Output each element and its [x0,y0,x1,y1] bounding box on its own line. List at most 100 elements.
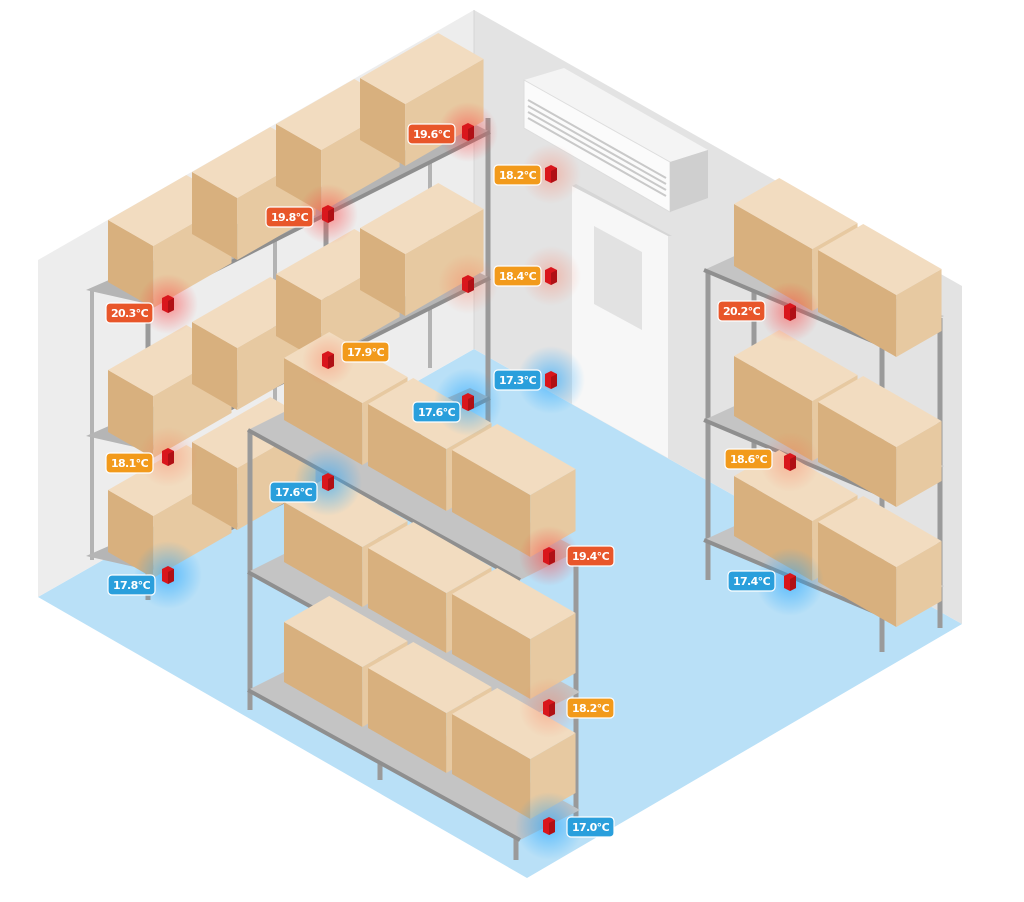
temperature-reading: 19.4°C [572,550,610,563]
box-face [368,522,492,593]
temperature-badge: 18.4°C [493,265,542,287]
cardboard-box [360,183,484,316]
box-face [818,402,897,507]
temperature-reading: 18.4°C [499,270,537,283]
sensor-shade [790,456,796,471]
temperature-sensor-icon [545,371,557,389]
shelf-edge [247,428,521,582]
box-face [452,714,531,819]
sensor-shade [549,702,555,717]
temperature-sensor-icon [462,393,474,411]
temperature-badge: 17.6°C [412,401,461,423]
box-face [452,568,576,639]
cardboard-box [818,224,942,357]
sensor-shade [468,126,474,141]
sensor-shade [168,451,174,466]
temperature-reading: 17.4°C [733,575,771,588]
box-face [108,220,154,308]
temperature-sensor-icon [462,275,474,293]
sensor-shade [328,354,334,369]
temperature-reading: 18.2°C [499,169,537,182]
temperature-reading: 17.9°C [347,346,385,359]
box-face [284,358,363,465]
badge-background [566,816,615,838]
temperature-sensor-icon [545,165,557,183]
temperature-badge: 19.6°C [407,123,456,145]
box-face [192,442,238,530]
badge-background [724,448,773,470]
badge-background [717,300,766,322]
box-face [368,668,447,773]
sensor-shade [168,298,174,313]
sensor-shade [328,476,334,491]
cardboard-box [452,424,576,557]
temperature-sensor-icon [543,547,555,565]
temperature-badge: 17.0°C [566,816,615,838]
box-face [818,224,942,295]
box-face [360,228,406,316]
temperature-badge: 18.6°C [724,448,773,470]
temperature-reading: 17.3°C [499,374,537,387]
temperature-reading: 18.2°C [572,702,610,715]
temperature-sensor-icon [162,566,174,584]
temperature-reading: 17.6°C [418,406,456,419]
box-face [405,209,484,316]
badge-background [407,123,456,145]
sensor-shade [468,396,474,411]
box-face [284,622,363,727]
temperature-sensor-icon [784,573,796,591]
box-face [368,642,492,713]
box-face [734,330,858,401]
sensor-shade [328,208,334,223]
badge-background [269,481,318,503]
box-face [360,33,484,104]
box-face [192,322,238,410]
box-face [734,178,858,249]
temperature-badge: 18.2°C [566,697,615,719]
sensor-shade [551,168,557,183]
temperature-reading: 18.1°C [111,457,149,470]
temperature-reading: 19.8°C [271,211,309,224]
badge-background [727,570,776,592]
temperature-badge: 19.8°C [265,206,314,228]
badge-background [493,369,542,391]
temperature-sensor-icon [162,448,174,466]
badge-background [341,341,390,363]
temperature-reading: 17.0°C [572,821,610,834]
temperature-badge: 17.3°C [493,369,542,391]
temperature-sensor-icon [322,473,334,491]
box-face [452,688,576,759]
temperature-reading: 20.3°C [111,307,149,320]
sensor-shade [551,374,557,389]
door [572,184,672,458]
temperature-reading: 17.8°C [113,579,151,592]
badge-background [493,265,542,287]
badge-background [493,164,542,186]
sensor-shade [549,550,555,565]
temperature-reading: 20.2°C [723,305,761,318]
cardboard-box [818,496,942,627]
sensor-shade [790,306,796,321]
temperature-reading: 17.6°C [275,486,313,499]
box-face [818,250,897,357]
cardboard-box [452,568,576,699]
temperature-badge: 19.4°C [566,545,615,567]
badge-background [566,697,615,719]
temperature-sensors: 19.6°C 18.2°C 19.8°C 18.4°C 20.3°C 20.2°C 17.9… [105,123,796,838]
shelf-edge [247,688,521,842]
box-face [360,183,484,254]
badge-background [265,206,314,228]
box-face [896,541,942,627]
temperature-badge: 17.4°C [727,570,776,592]
badge-background [105,452,154,474]
temperature-badge: 20.2°C [717,300,766,322]
temperature-badge: 18.2°C [493,164,542,186]
box-face [452,424,576,495]
box-face [818,496,942,567]
box-face [284,596,408,667]
sensor-shade [468,278,474,293]
temperature-badge: 17.8°C [107,574,156,596]
sensor-shade [168,569,174,584]
box-face [108,370,154,458]
